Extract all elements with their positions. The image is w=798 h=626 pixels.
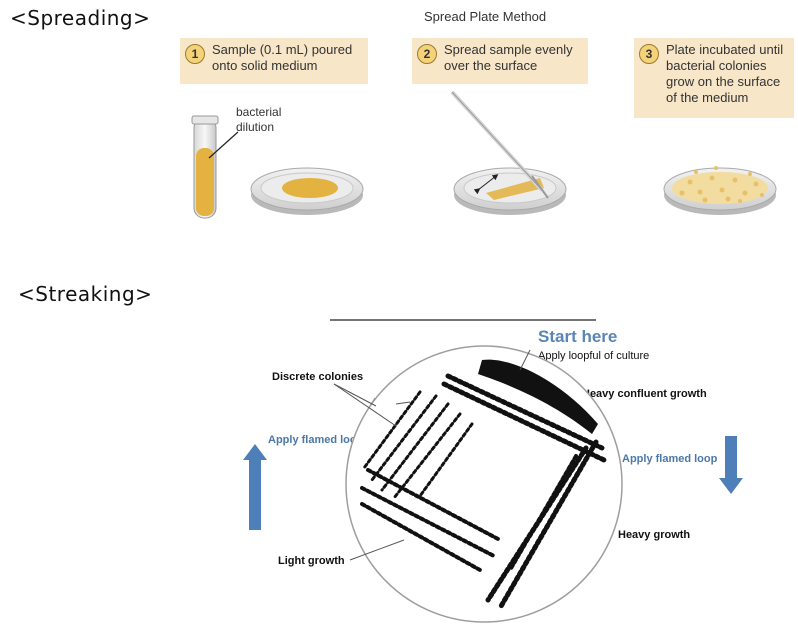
step-2-number: 2 <box>417 44 437 64</box>
apply-flamed-loop-left-label: Apply flamed loop <box>268 434 364 446</box>
bacterial-dilution-label: bacterial dilution <box>236 105 282 134</box>
petri-dish-1-icon <box>250 167 364 215</box>
spread-plate-method-title: Spread Plate Method <box>424 9 547 24</box>
sector-4-number: 4 <box>370 395 379 412</box>
label-pointers <box>333 349 531 561</box>
petri-dish-2-icon <box>450 90 567 215</box>
sector-1-number: 1 <box>550 366 559 383</box>
sector-3-number: 3 <box>391 566 400 583</box>
step-1-box: 1 Sample (0.1 mL) poured onto solid medi… <box>180 38 368 84</box>
arrow-up-icon <box>243 444 267 530</box>
heavy-growth-label: Heavy growth <box>618 529 691 541</box>
spreading-heading: <Spreading> <box>10 6 151 30</box>
test-tube-icon <box>191 115 239 219</box>
step-3-box: 3 Plate incubated until bacterial coloni… <box>634 38 794 118</box>
apply-loopful-label: Apply loopful of culture <box>538 350 650 362</box>
heavy-confluent-growth-label: Heavy confluent growth <box>582 388 707 400</box>
streaking-heading: <Streaking> <box>18 282 153 306</box>
discrete-colonies-label: Discrete colonies <box>272 371 364 383</box>
step-3-number: 3 <box>639 44 659 64</box>
step-2-box: 2 Spread sample evenly over the surface <box>412 38 588 84</box>
light-growth-label: Light growth <box>278 555 345 567</box>
step-2-text: Spread sample evenly over the surface <box>444 42 573 73</box>
step-3-text: Plate incubated until bacterial colonies… <box>666 42 784 105</box>
streak-plate-icon <box>345 345 623 623</box>
confluent-growth-icon <box>478 359 598 434</box>
arrow-down-icon <box>719 436 743 494</box>
step-1-text: Sample (0.1 mL) poured onto solid medium <box>212 42 353 73</box>
step-1-number: 1 <box>185 44 205 64</box>
start-here-label: Start here <box>538 327 618 346</box>
apply-flamed-loop-right-label: Apply flamed loop <box>622 453 718 465</box>
petri-dish-3-icon <box>663 166 777 215</box>
sector-2-number: 2 <box>584 539 593 556</box>
